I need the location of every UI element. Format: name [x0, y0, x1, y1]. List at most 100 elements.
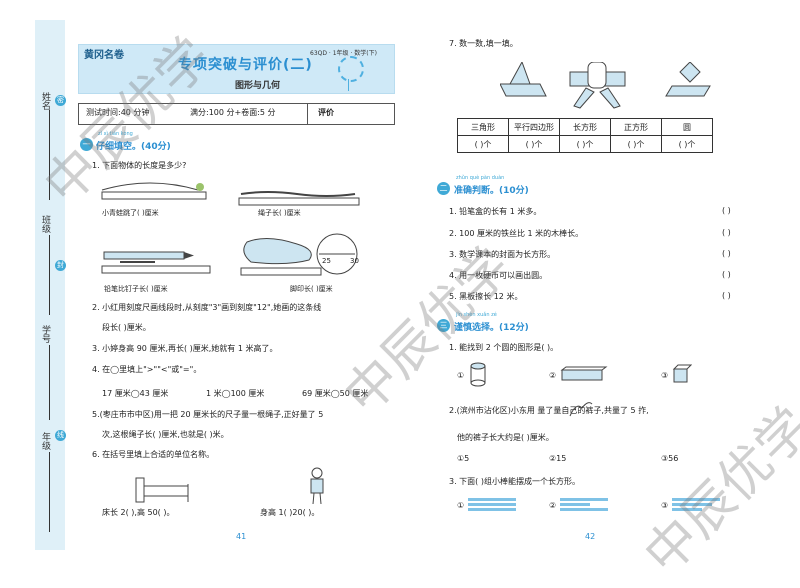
page-number-right: 42 — [585, 532, 596, 541]
name-line — [49, 110, 50, 200]
sticks-group-2 — [560, 498, 608, 511]
number-label: 学号 — [40, 325, 50, 343]
time-limit: 测试时间:40 分钟 — [86, 108, 150, 117]
pencil-caption: 铅笔比钉子长( )厘米 — [104, 285, 168, 293]
foot-caption: 脚印长( )厘米 — [290, 285, 333, 293]
seal-dot-mi: 密 — [55, 95, 66, 106]
tick-25: 25 — [322, 257, 331, 265]
pencil-nail-figure — [101, 251, 211, 274]
q2-line2: 段长( )厘米。 — [102, 323, 151, 332]
answer-cell[interactable]: ( )个 — [610, 135, 662, 153]
c2-line1: 2.(滨州市沾化区)小东用 量了量自己的裤子,共量了 5 拃, — [449, 406, 649, 415]
judge-item: 3. 数学课本的封面为长方形。 — [449, 250, 556, 259]
grade-line — [49, 452, 50, 532]
cuboid-icon — [560, 366, 608, 381]
sec3-number: 三 — [437, 319, 450, 332]
q6-text: 6. 在括号里填上合适的单位名称。 — [92, 450, 215, 459]
c1-text: 1. 能找到 2 个圆的图形是( )。 — [449, 343, 559, 352]
sec1-pinyin: zǐ xì tián kòng — [98, 131, 133, 137]
c2-line2: 他的裤子长大约是( )厘米。 — [457, 433, 554, 442]
q4-b: 1 米◯100 厘米 — [206, 389, 265, 398]
binding-strip — [35, 20, 65, 550]
name-label: 姓名 — [40, 92, 50, 110]
pencil-icon — [103, 251, 185, 260]
sec1-title: 仔细填空。(40分) — [96, 142, 171, 152]
q4-a: 17 厘米◯43 厘米 — [102, 389, 169, 398]
q5-line2: 次,这根绳子长( )厘米,也就是( )米。 — [102, 430, 229, 439]
rope-figure — [238, 191, 360, 206]
answer-cell[interactable]: ( )个 — [508, 135, 560, 153]
cylinder-icon — [470, 362, 486, 387]
page-title: 专项突破与评价(二) — [178, 57, 313, 73]
footprint-figure — [240, 233, 358, 276]
judge-item: 1. 铅笔盒的长有 1 米多。 — [449, 207, 542, 216]
header-rectangle: 长方形 — [559, 118, 611, 136]
shape-figures — [500, 62, 711, 109]
c1-opt3: ③ — [661, 371, 669, 380]
balloon-icon — [338, 56, 364, 82]
info-separator — [307, 103, 308, 125]
class-line — [49, 235, 50, 315]
judge-item: 2. 100 厘米的铁丝比 1 米的木棒长。 — [449, 229, 584, 238]
header-parallelogram: 平行四边形 — [508, 118, 560, 136]
q4-text: 4. 在◯里填上">""<"或"="。 — [92, 365, 202, 374]
header-triangle: 三角形 — [457, 118, 509, 136]
answer-cell[interactable]: ( )个 — [559, 135, 611, 153]
watermark: 中辰优学 — [633, 396, 800, 587]
bed-icon — [135, 477, 189, 503]
q6-bed: 床长 2( ),高 50( )。 — [102, 508, 175, 517]
balloon-string — [348, 79, 349, 91]
full-score: 满分:100 分+卷面:5 分 — [190, 108, 276, 117]
c2-opt3: ③56 — [661, 454, 679, 463]
number-line — [49, 345, 50, 420]
answer-paren[interactable]: ( ) — [722, 270, 731, 279]
hand-span-icon — [569, 402, 593, 417]
brand-logo: 黄冈名卷 — [84, 50, 124, 61]
sec2-pinyin: zhǔn què pàn duàn — [456, 175, 505, 181]
info-bar — [78, 103, 395, 125]
sticks-group-1 — [468, 498, 516, 511]
tick-30: 30 — [350, 257, 359, 265]
page-subtitle: 图形与几何 — [235, 81, 281, 91]
class-label: 班级 — [40, 215, 50, 233]
header-circle: 圆 — [661, 118, 713, 136]
seal-dot-xian: 线 — [55, 430, 66, 441]
cube-icon — [672, 364, 692, 383]
series-label: 63QD · 1年级 · 数学(下) — [310, 50, 377, 57]
c2-opt1: ①5 — [457, 454, 470, 463]
q5-line1: 5.(枣庄市市中区)用一把 20 厘米长的尺子量一根绳子,正好量了 5 — [92, 410, 324, 419]
grade-label: 年级 — [40, 432, 50, 450]
q4-c: 69 厘米◯50 厘米 — [302, 389, 369, 398]
answer-paren[interactable]: ( ) — [722, 228, 731, 237]
c3-opt3: ③ — [661, 501, 669, 510]
answer-paren[interactable]: ( ) — [722, 206, 731, 215]
c3-text: 3. 下面( )组小棒能摆成一个长方形。 — [449, 477, 580, 486]
answer-paren[interactable]: ( ) — [722, 291, 731, 300]
c3-opt2: ② — [549, 501, 557, 510]
sec2-number: 二 — [437, 182, 450, 195]
answer-cell[interactable]: ( )个 — [457, 135, 509, 153]
q6-height: 身高 1( )20( )。 — [260, 508, 320, 517]
child-icon — [310, 467, 324, 505]
c1-opt2: ② — [549, 371, 557, 380]
rope-caption: 绳子长( )厘米 — [258, 209, 301, 217]
q2-line1: 2. 小红用刻度尺画线段时,从刻度"3"画到刻度"12",她画的这条线 — [92, 303, 322, 312]
sec3-title: 谨慎选择。(12分) — [454, 323, 529, 333]
c2-opt2: ②15 — [549, 454, 567, 463]
frog-caption: 小青蛙跳了( )厘米 — [102, 209, 159, 217]
shape-count-table: 三角形 平行四边形 长方形 正方形 圆 ( )个 ( )个 ( )个 ( )个 … — [457, 118, 713, 153]
sec2-title: 准确判断。(10分) — [454, 186, 529, 196]
answer-paren[interactable]: ( ) — [722, 249, 731, 258]
header-square: 正方形 — [610, 118, 662, 136]
frog-jump-figure — [101, 182, 207, 200]
c3-opt1: ① — [457, 501, 465, 510]
judge-item: 5. 黑板擦长 12 米。 — [449, 292, 523, 301]
sec3-pinyin: jǐn shèn xuǎn zé — [456, 312, 497, 318]
q1-text: 1. 下面物体的长度是多少? — [92, 161, 187, 170]
q3-text: 3. 小婷身高 90 厘米,再长( )厘米,她就有 1 米高了。 — [92, 344, 278, 353]
c1-opt1: ① — [457, 371, 465, 380]
footprint-icon — [243, 238, 312, 265]
answer-cell[interactable]: ( )个 — [661, 135, 713, 153]
seal-dot-feng: 封 — [55, 260, 66, 271]
page-number-left: 41 — [236, 532, 247, 541]
